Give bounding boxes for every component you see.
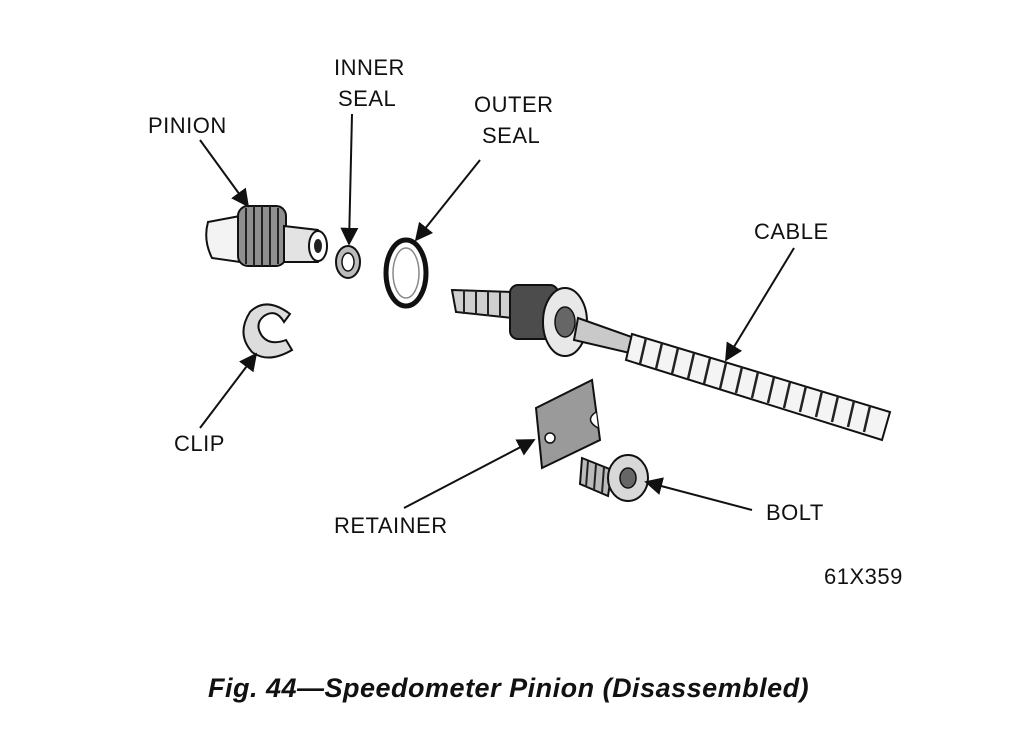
outer-seal-leader xyxy=(414,159,481,242)
outer-seal-label-line1: OUTER xyxy=(474,92,554,117)
retainer-leader xyxy=(403,439,536,509)
figure-code: 61X359 xyxy=(824,564,903,589)
bolt-label: BOLT xyxy=(766,500,824,525)
clip-label: CLIP xyxy=(174,431,225,456)
pinion-leader xyxy=(199,139,250,208)
pinion-label: PINION xyxy=(148,113,227,138)
figure-caption: Fig. 44—Speedometer Pinion (Disassembled… xyxy=(208,673,809,703)
inner-seal-label-line1: INNER xyxy=(334,55,405,80)
outer-seal-part xyxy=(383,237,429,309)
retainer-part xyxy=(534,378,602,470)
clip-leader xyxy=(199,352,258,429)
cable-part xyxy=(450,284,892,442)
outer-seal-label-line2: SEAL xyxy=(482,123,540,148)
cable-leader xyxy=(725,247,795,362)
inner-seal-leader xyxy=(340,113,359,246)
inner-seal-label-line2: SEAL xyxy=(338,86,396,111)
clip-part xyxy=(242,303,294,359)
pinion-part xyxy=(205,205,328,267)
retainer-label: RETAINER xyxy=(334,513,448,538)
bolt-leader xyxy=(644,477,753,511)
cable-label: CABLE xyxy=(754,219,829,244)
inner-seal-part xyxy=(335,245,361,279)
bolt-part xyxy=(578,454,649,502)
